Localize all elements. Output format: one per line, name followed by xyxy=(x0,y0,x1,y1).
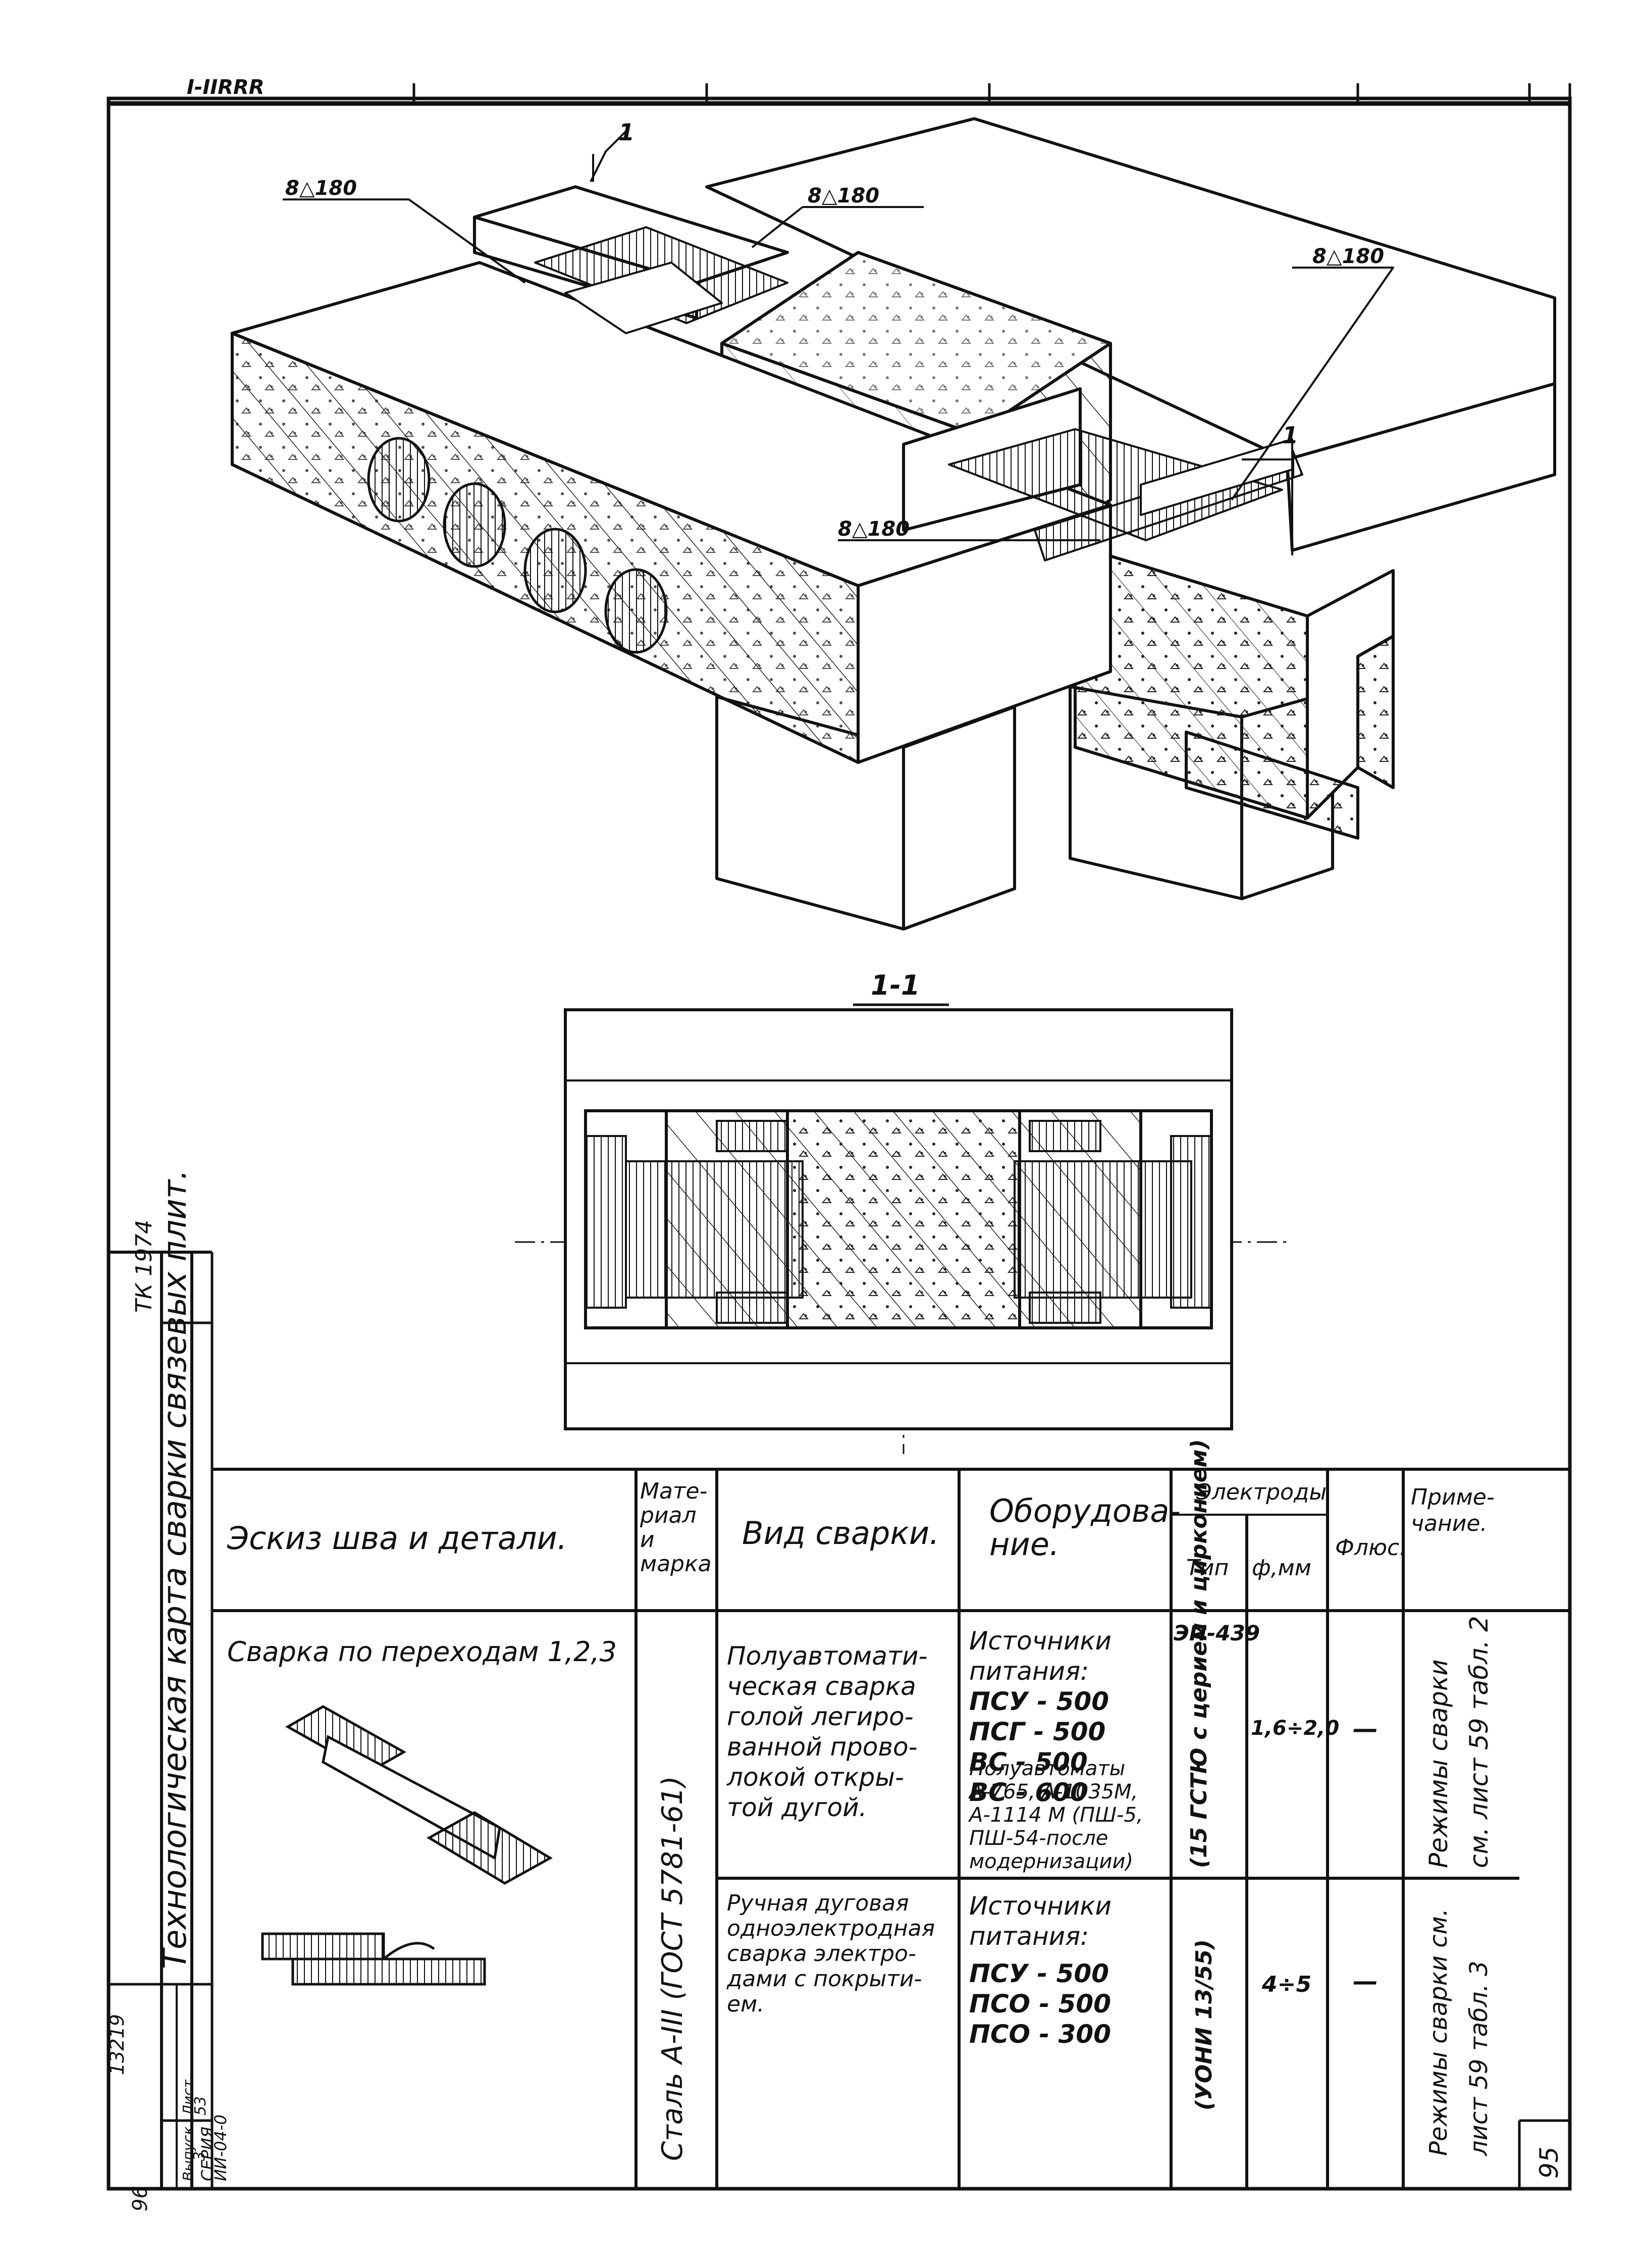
row2-equipment-title: питания: xyxy=(969,1922,1089,1951)
material-value: Сталь А-III (ГОСТ 5781-61) xyxy=(656,1776,689,2161)
side-title-code: ТК 1974 xyxy=(131,1219,157,1313)
header-equipment: Оборудова-ние. xyxy=(989,1492,1181,1563)
weld-callout-2: 8△180 xyxy=(808,184,880,208)
section-title: 1-1 xyxy=(871,969,920,1001)
weld-callout-3: 8△180 xyxy=(1312,245,1385,268)
row1-el-diameter: 1,6÷2,0 xyxy=(1251,1717,1340,1740)
row1-el-type-top: ЭП-439 xyxy=(1174,1621,1260,1645)
row1-equipment-extra-line: А-765, А-1035М, xyxy=(969,1780,1138,1803)
sketch-caption: Сварка по переходам 1,2,3 xyxy=(227,1636,617,1668)
header-smudge: I-IIRRR xyxy=(187,76,264,99)
doc-number: 13219 xyxy=(106,2014,128,2075)
series-issue: 3 xyxy=(191,2151,208,2161)
weld-callout-1: 8△180 xyxy=(285,177,357,200)
row2-weld-type-line: ем. xyxy=(727,1991,765,2017)
table-grid xyxy=(212,1468,1570,2189)
isometric-assembly xyxy=(231,117,1556,931)
header-note: Приме-чание. xyxy=(1411,1484,1495,1536)
row2-equipment-item: ПСО - 500 xyxy=(969,1989,1111,2019)
row2-flux: — xyxy=(1353,1967,1378,1996)
row1-equipment-extra-line: модернизации) xyxy=(969,1850,1134,1873)
row2-el-type: (УОНИ 13/55) xyxy=(1191,1939,1217,2110)
row2-weld-type-line: дами с покрыти- xyxy=(727,1966,922,1992)
sheet-frame xyxy=(107,83,1572,2191)
row1-equipment-item: ВС - 500 xyxy=(969,1747,1088,1777)
row1-equipment: Источники питания: ПСУ - 500 ПСГ - 500 В… xyxy=(969,1626,1111,1808)
row1-equipment-item: ПСГ - 500 xyxy=(969,1717,1106,1746)
series-code: ИИ-04-0 xyxy=(211,2114,230,2181)
row2-weld-type: Ручная дуговая одноэлектродная сварка эл… xyxy=(727,1891,935,2017)
side-title: Технологическая карта сварки связевых пл… xyxy=(156,1169,194,1969)
header-el-diameter: ф,мм xyxy=(1252,1555,1311,1581)
row1-equipment-extra-line: А-1114 М (ПШ-5, xyxy=(969,1803,1143,1827)
row1-note: Режимы сварки см. лист 59 табл. 2 xyxy=(1424,1616,1494,1868)
row1-weld-type-line: голой легиро- xyxy=(727,1702,914,1731)
row2-equipment-item: ПСО - 300 xyxy=(969,2020,1111,2049)
series-sheet: 53 xyxy=(192,2096,209,2116)
row1-equipment-item: ВС - 600 xyxy=(969,1778,1088,1807)
header-material: Мате-риал и марка xyxy=(640,1478,712,1577)
row2-el-diameter: 4÷5 xyxy=(1262,1972,1312,1997)
header-el-type: Тип xyxy=(1186,1555,1229,1581)
row1-weld-type-line: ческая сварка xyxy=(727,1672,916,1701)
row2-equipment: Источники питания: ПСУ - 500 ПСО - 500 П… xyxy=(969,1891,1111,2049)
row1-equipment-title: питания: xyxy=(969,1657,1089,1686)
header-electrodes: Электроды xyxy=(1196,1479,1327,1505)
row1-equipment-extra: Полуавтоматы А-765, А-1035М, А-1114 М (П… xyxy=(969,1757,1143,1873)
page-number-right: 95 xyxy=(1534,2146,1564,2179)
header-weld-type: Вид сварки. xyxy=(742,1515,939,1552)
row1-weld-type-line: той дугой. xyxy=(727,1793,867,1822)
row1-equipment-item: ПСУ - 500 xyxy=(969,1687,1109,1716)
section-view xyxy=(515,1003,1292,1454)
section-mark-right: 1 xyxy=(1282,422,1299,449)
row1-el-type: (15 ГСТЮ с церием и цирконием) xyxy=(1186,1439,1212,1868)
row1-flux: — xyxy=(1353,1714,1378,1743)
row1-weld-type: Полуавтомати- ческая сварка голой легиро… xyxy=(727,1641,928,1823)
row2-weld-type-line: сварка электро- xyxy=(727,1941,916,1967)
row1-equipment-extra-line: Полуавтоматы xyxy=(969,1757,1126,1780)
row1-equipment-extra-line: ПШ-54-после xyxy=(969,1827,1108,1850)
header-sketch: Эскиз шва и детали. xyxy=(227,1520,567,1557)
row1-equipment-title: Источники xyxy=(969,1626,1112,1656)
row2-note: Режимы сварки см. лист 59 табл. 3 xyxy=(1424,1908,1493,2156)
weld-sketch xyxy=(261,1705,553,1986)
row1-weld-type-line: ванной прово- xyxy=(727,1732,918,1762)
row1-weld-type-line: Полуавтомати- xyxy=(727,1641,928,1671)
row2-weld-type-line: одноэлектродная xyxy=(727,1916,935,1941)
section-mark-top: 1 xyxy=(618,119,635,146)
row2-equipment-title: Источники xyxy=(969,1891,1112,1921)
row2-equipment-item: ПСУ - 500 xyxy=(969,1959,1109,1988)
page-number-left: 96 xyxy=(129,2186,152,2211)
row2-weld-type-line: Ручная дуговая xyxy=(727,1890,909,1916)
row1-weld-type-line: локой откры- xyxy=(727,1763,904,1792)
weld-callout-4: 8△180 xyxy=(838,518,910,541)
header-flux: Флюс. xyxy=(1335,1535,1407,1561)
